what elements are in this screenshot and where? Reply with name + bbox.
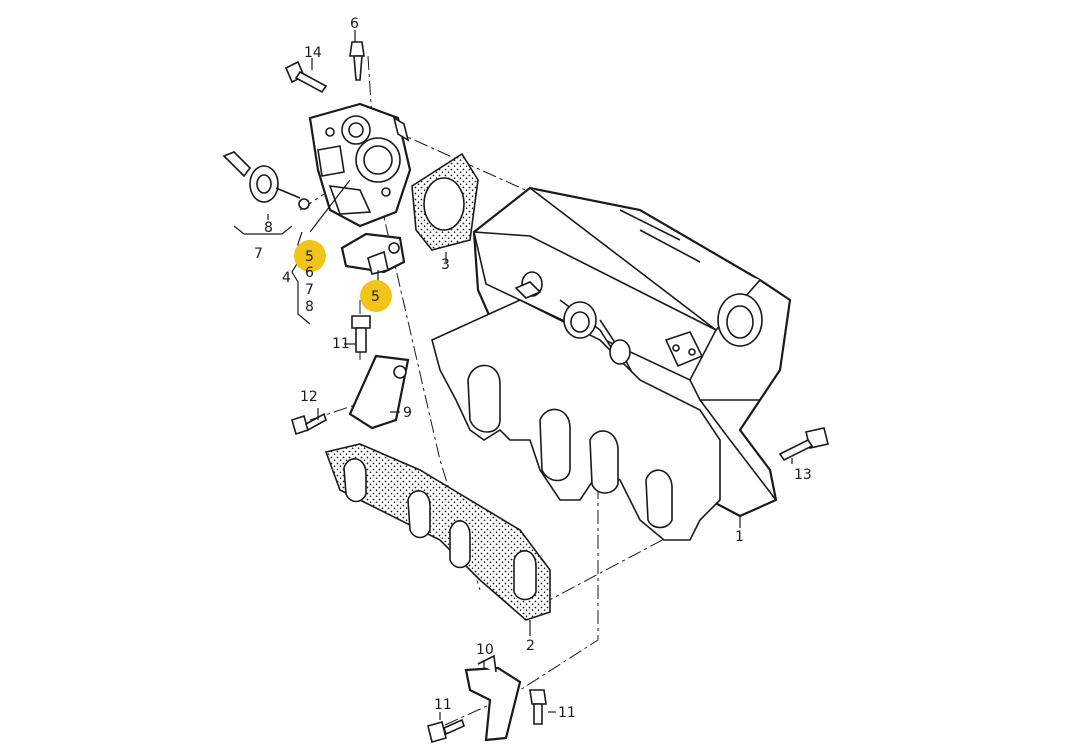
callout-13: 13 xyxy=(794,467,812,483)
bolt-11-bottom-right xyxy=(529,689,547,725)
bolt-12 xyxy=(291,412,327,436)
bolt-11-bottom-left xyxy=(427,718,465,743)
throttle-position-sensor xyxy=(340,232,406,275)
bolt-13 xyxy=(778,427,829,462)
throttle-body xyxy=(308,102,412,228)
callout-6-list: 6 xyxy=(305,265,314,281)
callout-1: 1 xyxy=(735,529,744,545)
bolt-14 xyxy=(284,60,328,94)
callout-2: 2 xyxy=(526,638,535,654)
callout-9: 9 xyxy=(403,405,412,421)
callout-5-right: 5 xyxy=(371,289,380,305)
highlight-marker-5-left xyxy=(294,240,326,272)
callout-4: 4 xyxy=(282,270,291,286)
callout-10: 10 xyxy=(476,642,494,658)
bracket-9 xyxy=(348,354,410,430)
callout-3: 3 xyxy=(441,257,450,273)
callout-11-bottom-left: 11 xyxy=(434,697,452,713)
screw-6 xyxy=(349,41,365,81)
callout-14: 14 xyxy=(304,45,322,61)
idle-control-valve xyxy=(222,151,310,210)
callout-12: 12 xyxy=(300,389,318,405)
callout-11-top: 11 xyxy=(332,336,350,352)
callout-8-list: 8 xyxy=(305,299,314,315)
callout-7-valve: 7 xyxy=(254,246,263,262)
bracket-10 xyxy=(464,654,522,742)
highlight-marker-5-right xyxy=(360,280,392,312)
callout-6-top: 6 xyxy=(350,16,359,32)
intake-manifold xyxy=(431,186,792,541)
callout-7-list: 7 xyxy=(305,282,314,298)
leader-lines xyxy=(233,30,793,720)
callout-11-bottom-right: 11 xyxy=(558,705,576,721)
callout-8-valve: 8 xyxy=(264,220,273,236)
callout-labels: 14 6 8 7 4 5 6 7 8 5 3 11 12 9 13 1 2 10… xyxy=(254,16,812,721)
callout-5-left: 5 xyxy=(305,249,314,265)
manifold-gasket xyxy=(324,443,551,621)
bolt-11-top xyxy=(351,315,371,353)
throttle-body-gasket xyxy=(411,152,479,251)
